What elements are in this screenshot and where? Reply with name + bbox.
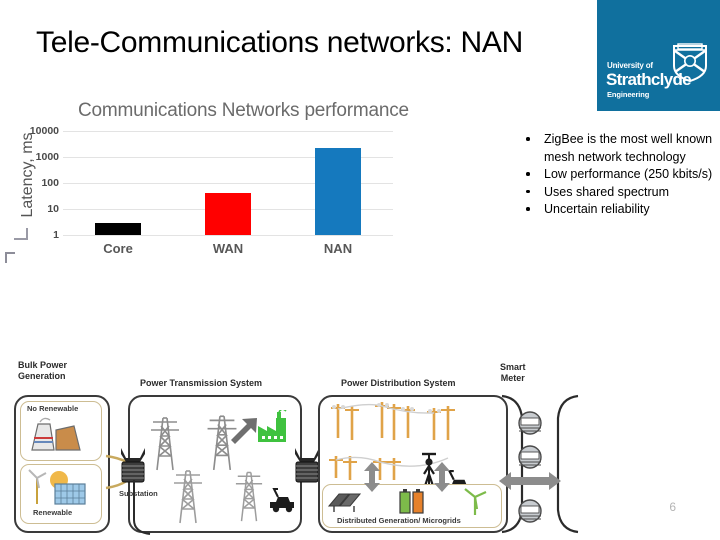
distribution-poles-group-icon [329, 402, 455, 480]
chart-y-tick: 10 [47, 203, 59, 215]
bullet-list: ZigBee is the most well known mesh netwo… [520, 131, 720, 219]
caption-substation: Substation [119, 489, 158, 498]
smart-grid-diagram: Bulk Power Generation Power Transmission… [0, 358, 580, 536]
bullet-dot-icon [526, 137, 530, 141]
smart-meter-line1: Smart [500, 362, 526, 372]
bullet-text: Low performance (250 kbits/s) [544, 167, 713, 181]
chart-y-tick: 1000 [35, 151, 59, 163]
smart-meter-icon [518, 499, 542, 523]
renewable-energy-icon [28, 469, 86, 505]
crop-artifact [14, 228, 28, 240]
chart-bar [94, 222, 142, 235]
transmission-arrow-icon [231, 418, 257, 444]
bullet-dot-icon [526, 172, 530, 176]
crop-artifact [5, 252, 15, 263]
bulk-power-line2: Generation [18, 371, 66, 381]
distribution-up-down-arrows-icon [364, 462, 380, 492]
logo-university-line: University of [607, 61, 653, 70]
chart-x-tick: NAN [323, 241, 353, 256]
distribution-up-down-arrows-icon [434, 462, 450, 492]
chart-y-tick: 1 [53, 229, 59, 241]
bulk-power-line1: Bulk Power [18, 360, 68, 370]
bullet-item: ZigBee is the most well known mesh netwo… [520, 131, 720, 166]
logo-faculty: Engineering [607, 90, 650, 99]
logo-name: Strathclyde [606, 70, 692, 89]
chart-bar [204, 193, 252, 235]
page-title: Tele-Communications networks: NAN [36, 26, 523, 59]
diagram-label-distribution: Power Distribution System [341, 378, 456, 388]
distributed-generation-panel [322, 484, 502, 528]
pylon-icon [235, 471, 263, 522]
wind-turbine-icon [464, 488, 487, 515]
smart-meter-icon [518, 445, 542, 469]
strathclyde-logo: University of Strathclyde Engineering [597, 0, 720, 111]
maintenance-truck-icon [270, 488, 294, 513]
latency-bar-chart: Communications Networks performance Late… [0, 98, 470, 270]
pylon-icon [207, 415, 237, 471]
bullet-item: Uses shared spectrum [520, 184, 720, 202]
bullet-item: Low performance (250 kbits/s) [520, 166, 720, 184]
bullet-item: Uncertain reliability [520, 201, 720, 219]
chart-title: Communications Networks performance [78, 100, 409, 121]
diagram-label-transmission: Power Transmission System [140, 378, 263, 388]
chart-x-tick: WAN [212, 241, 244, 256]
factory-icon [258, 410, 287, 442]
caption-renewable: Renewable [33, 508, 73, 517]
diagram-label-bulk-power: Bulk Power Generation [18, 360, 67, 382]
smart-meter-icon [518, 411, 542, 435]
bullet-text: ZigBee is the most well known mesh netwo… [544, 132, 713, 164]
strathclyde-crest-icon [673, 43, 707, 82]
chart-bar [314, 148, 362, 235]
diagram-label-smart-meter: Smart Meter [500, 362, 526, 384]
smart-meter-line2: Meter [500, 373, 525, 383]
chart-gridline [63, 235, 393, 236]
chart-x-tick: Core [103, 241, 133, 256]
bullet-dot-icon [526, 207, 530, 211]
page-number: 6 [669, 500, 676, 514]
solar-panel-icon [327, 493, 361, 512]
bullet-text: Uncertain reliability [544, 202, 650, 216]
battery-icon [399, 489, 424, 514]
lineworker-icon [422, 452, 436, 487]
pylon-icon [151, 417, 179, 471]
caption-no-renewable: No Renewable [27, 404, 79, 413]
pylon-icon [174, 470, 202, 524]
chart-y-tick: 100 [41, 177, 59, 189]
chart-gridline [63, 183, 393, 184]
chart-gridline [63, 131, 393, 132]
smart-meter-bidirectional-arrow-icon [499, 472, 561, 490]
bullet-text: Uses shared spectrum [544, 184, 670, 199]
chart-gridline [63, 157, 393, 158]
bullet-dot-icon [526, 189, 530, 193]
chart-y-tick: 10000 [29, 125, 59, 137]
coal-plant-icon [31, 417, 81, 451]
caption-distributed-generation: Distributed Generation/ Microgrids [337, 516, 461, 525]
transmission-line-path [133, 480, 151, 535]
